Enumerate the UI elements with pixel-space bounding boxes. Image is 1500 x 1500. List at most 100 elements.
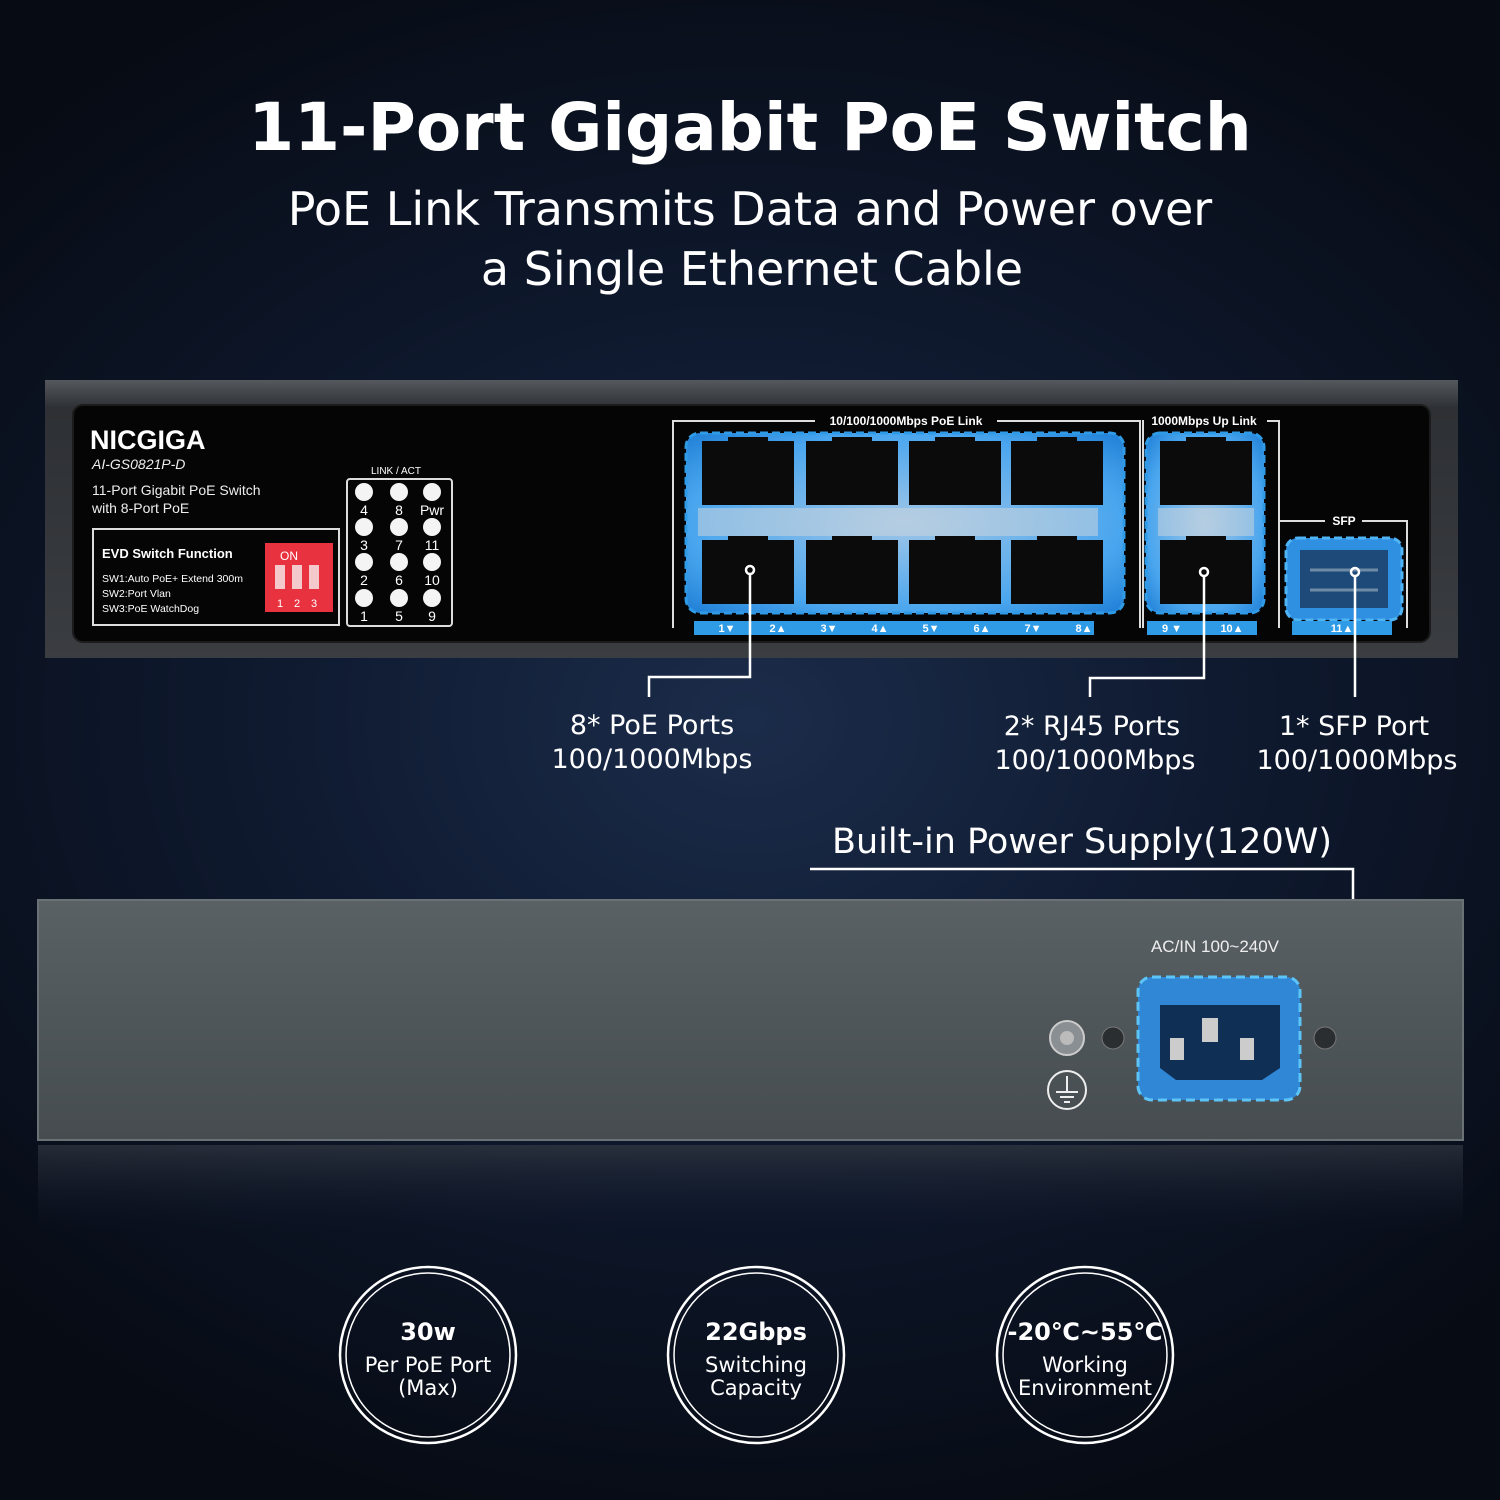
port-jack: [806, 441, 898, 505]
poe-group-label: 10/100/1000Mbps PoE Link: [830, 414, 983, 428]
badge-line-1: Per PoE Port: [365, 1353, 491, 1377]
port-number-labels: 1▼2▲3▼4▲5▼6▲7▼8▲9 ▼10▲: [718, 623, 1243, 635]
page-title: 11-Port Gigabit PoE Switch: [248, 89, 1252, 166]
port-label: 1▼: [718, 623, 735, 635]
sfp-port[interactable]: [1284, 536, 1404, 622]
led-indicator: [390, 553, 408, 571]
port-label: 7▼: [1024, 623, 1041, 635]
callout-poe-title: 8* PoE Ports: [570, 710, 734, 741]
led-label: 8: [395, 502, 403, 518]
badge-line-2: (Max): [398, 1376, 458, 1400]
port-tab: [1037, 536, 1077, 546]
poe-port[interactable]: [806, 536, 898, 604]
led-label: 6: [395, 572, 403, 588]
callout-poe-speed: 100/1000Mbps: [552, 744, 753, 775]
led-label: Pwr: [420, 502, 444, 518]
led-indicator: [355, 518, 373, 536]
subtitle-line-2: a Single Ethernet Cable: [481, 242, 1023, 296]
power-inlet[interactable]: [1136, 975, 1302, 1102]
ethernet-ports: [698, 437, 1254, 604]
uplink-label-strip: [1147, 621, 1257, 635]
led-box: [346, 478, 453, 627]
dip-on-label: ON: [280, 549, 298, 563]
led-indicator: [390, 518, 408, 536]
led-indicator: [355, 483, 373, 501]
badge-line-1: Working: [1042, 1353, 1128, 1377]
port-jack: [1011, 540, 1103, 604]
led-label: 5: [395, 608, 403, 624]
uplink-group-label: 1000Mbps Up Link: [1151, 414, 1257, 428]
back-panel: AC/IN 100~240V: [37, 899, 1464, 1235]
uplink-port[interactable]: [1160, 437, 1252, 505]
led-label: 10: [424, 572, 440, 588]
badge-outer-ring: [995, 1265, 1175, 1445]
callout-power-supply: Built-in Power Supply(120W): [832, 822, 1332, 862]
port-jack: [1160, 540, 1252, 604]
poe-port[interactable]: [909, 437, 1001, 505]
port-separator: [1158, 508, 1254, 536]
dip-lever-3[interactable]: [309, 565, 319, 589]
port-label: 3▼: [820, 623, 837, 635]
sfp-label-strip: [1292, 621, 1392, 635]
dip-switch[interactable]: ON 1 2 3: [265, 543, 333, 612]
badge-line-2: Capacity: [710, 1376, 802, 1400]
led-indicator: [355, 589, 373, 607]
uplink-port[interactable]: [1160, 536, 1252, 604]
poe-port[interactable]: [702, 536, 794, 604]
badge-outer-ring: [338, 1265, 518, 1445]
ground-screw-icon: [1049, 1020, 1085, 1056]
led-label: 3: [360, 537, 368, 553]
brand-logo: NICGIGA: [90, 425, 206, 455]
led-label: 2: [360, 572, 368, 588]
port-label-11: 11▲: [1331, 623, 1354, 635]
evd-sw2: SW2:Port Vlan: [102, 588, 171, 600]
poe-port[interactable]: [702, 437, 794, 505]
poe-port[interactable]: [1011, 536, 1103, 604]
badge-value: 30w: [400, 1318, 456, 1346]
led-indicator: [390, 483, 408, 501]
port-tab: [935, 536, 975, 546]
port-jack: [806, 540, 898, 604]
port-label: 6▲: [973, 623, 990, 635]
port-jack: [702, 441, 794, 505]
port-tab: [1186, 536, 1226, 546]
evd-sw3: SW3:PoE WatchDog: [102, 603, 199, 615]
badge-value: -20℃~55℃: [1008, 1318, 1163, 1346]
port-tab: [728, 536, 768, 546]
port-label: 5▼: [922, 623, 939, 635]
badge-inner-ring: [673, 1272, 839, 1438]
sfp-group-label: SFP: [1332, 514, 1355, 528]
badge-line-1: Switching: [705, 1353, 807, 1377]
evd-switch-box: EVD Switch Function SW1:Auto PoE+ Extend…: [92, 528, 340, 626]
port-label: 8▲: [1075, 623, 1092, 635]
led-indicator: [423, 589, 441, 607]
subtitle-line-1: PoE Link Transmits Data and Power over: [288, 182, 1213, 236]
front-panel: NICGIGA AI-GS0821P-D 11-Port Gigabit PoE…: [45, 380, 1458, 658]
dip-num-2: 2: [294, 598, 300, 610]
port-jack: [1160, 441, 1252, 505]
device-desc-1: 11-Port Gigabit PoE Switch: [92, 482, 261, 498]
led-label: 9: [428, 608, 436, 624]
port-tab: [832, 536, 872, 546]
led-label: 4: [360, 502, 368, 518]
poe-port[interactable]: [909, 536, 1001, 604]
group-brackets: [672, 420, 1408, 628]
badge-line-2: Environment: [1018, 1376, 1152, 1400]
port-tab: [1186, 437, 1226, 447]
poe-port[interactable]: [1011, 437, 1103, 505]
screw-icon-left: [1101, 1026, 1125, 1050]
poe-port[interactable]: [806, 437, 898, 505]
dip-lever-2[interactable]: [292, 565, 302, 589]
ac-input-label: AC/IN 100~240V: [1151, 937, 1280, 956]
dip-lever-1[interactable]: [275, 565, 285, 589]
port-tab: [832, 437, 872, 447]
led-indicator: [423, 483, 441, 501]
led-indicator: [390, 589, 408, 607]
evd-sw1: SW1:Auto PoE+ Extend 300m: [102, 573, 243, 585]
